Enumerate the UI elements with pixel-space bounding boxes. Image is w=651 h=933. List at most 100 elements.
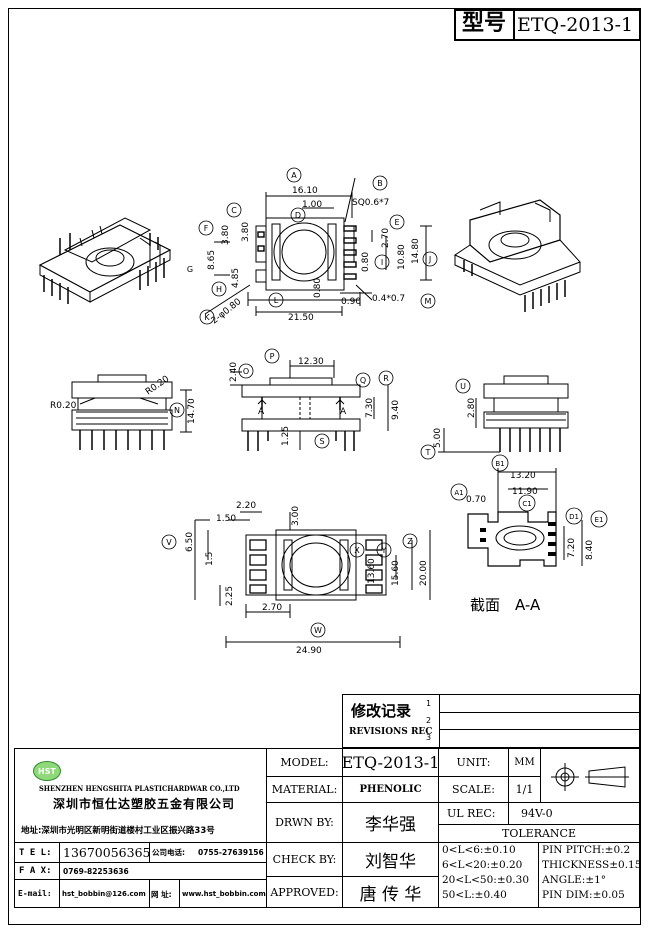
iso-view-right xyxy=(453,199,581,312)
bubble-v: V xyxy=(166,538,172,547)
iso-view-left xyxy=(38,217,172,304)
bubble-h: H xyxy=(216,285,222,294)
company-logo: HST xyxy=(33,761,61,781)
tolerance-left: 0<L<6:±0.10 6<L<20:±0.20 20<L<50:±0.30 5… xyxy=(439,843,539,907)
dim-2-80: 2.80 xyxy=(467,398,477,418)
dim-2-20: 2.20 xyxy=(236,501,256,511)
contact-rows: T E L: 13670056365 公司电话: 0755-27639156 F… xyxy=(15,843,267,909)
dim-0-90: 0.90 xyxy=(341,297,361,307)
drawn-value: 李华强 xyxy=(343,803,439,843)
dim-1-00: 1.00 xyxy=(302,200,322,210)
dim-12-30: 12.30 xyxy=(298,357,324,367)
tolerance-row-3: 20<L<50:±0.30 xyxy=(442,874,530,886)
company-phone-label: 公司电话: xyxy=(152,848,185,857)
bubble-n: N xyxy=(174,406,180,415)
dim-1-5: 1.5 xyxy=(205,552,215,566)
tolerance-row-1: 0<L<6:±0.10 xyxy=(442,844,516,856)
section-arrow-a2: A xyxy=(340,407,347,417)
web-value: www.hst_bobbin.com xyxy=(182,890,266,898)
bubble-k: K xyxy=(204,313,210,322)
unit-label: UNIT: xyxy=(439,749,509,777)
tolerance-pin-pitch: PIN PITCH:±0.2 xyxy=(542,844,631,856)
material-value: PHENOLIC xyxy=(343,777,439,803)
tolerance-row-2: 6<L<20:±0.20 xyxy=(442,859,523,871)
dim-9-40: 9.40 xyxy=(391,400,401,420)
bottom-view xyxy=(194,511,431,648)
dim-20-00: 20.00 xyxy=(419,560,429,586)
dim-3-80b: 3.80 xyxy=(241,222,251,242)
tel-value: 13670056365 xyxy=(63,845,151,860)
dim-2-40: 2.40 xyxy=(229,362,239,382)
tolerance-angle: ANGLE:±1° xyxy=(542,874,607,886)
tolerance-label: TOLERANCE xyxy=(439,825,639,843)
bubble-x: X xyxy=(354,546,360,555)
dim-14-70: 14.70 xyxy=(187,398,197,424)
bubble-a: A xyxy=(291,171,297,180)
scale-label: SCALE: xyxy=(439,777,509,803)
dim-0-80a: 0.80 xyxy=(361,252,371,272)
dim-8-65: 8.65 xyxy=(207,250,217,270)
ul-label: UL REC: xyxy=(439,803,509,825)
approved-value: 唐 传 华 xyxy=(343,877,439,907)
dim-1-50a: 1.50 xyxy=(216,514,236,524)
dim-3-00: 3.00 xyxy=(291,506,301,526)
bubble-j: J xyxy=(428,255,431,264)
revisions-title-cn: 修改记录 xyxy=(351,702,412,720)
company-name-en: SHENZHEN HENGSHITA PLASTICHARDWAR CO.,LT… xyxy=(39,784,240,793)
front-view-left xyxy=(71,374,192,450)
dim-r0-20b: R0.20 xyxy=(144,374,171,397)
dim-0-70: 0.70 xyxy=(466,495,486,505)
dim-r0-20a: R0.20 xyxy=(50,401,77,411)
dim-11-90: 11.90 xyxy=(512,487,538,497)
scale-value: 1/1 xyxy=(509,777,541,803)
check-label: CHECK BY: xyxy=(267,843,343,877)
bubble-y: Y xyxy=(381,546,387,555)
dim-sq: SQ0.6*7 xyxy=(352,198,389,208)
model-value: ETQ-2013-1 xyxy=(343,749,439,777)
revision-mark-3: 3 xyxy=(426,733,432,742)
bubble-b: B xyxy=(377,179,383,188)
side-view-right xyxy=(438,375,569,453)
bubble-z: Z xyxy=(407,537,413,546)
bubble-f: F xyxy=(204,224,209,233)
dim-8-40: 8.40 xyxy=(585,540,595,560)
unit-value: MM xyxy=(509,749,541,777)
section-label: 截面 A-A xyxy=(470,596,541,614)
bubble-d1: D1 xyxy=(569,513,579,521)
bubble-w: W xyxy=(314,626,322,635)
top-view xyxy=(204,177,432,316)
bubble-t: T xyxy=(425,448,431,457)
dim-6-50: 6.50 xyxy=(185,532,195,552)
tolerance-thickness: THICKNESS±0.15 xyxy=(542,859,642,871)
company-name-cn: 深圳市恒仕达塑胶五金有限公司 xyxy=(53,797,236,811)
bubble-e: E xyxy=(394,218,399,227)
tolerance-pin-dim: PIN DIM:±0.05 xyxy=(542,889,625,901)
tolerance-right: PIN PITCH:±0.2 THICKNESS±0.15 ANGLE:±1° … xyxy=(539,843,642,907)
drawing-frame xyxy=(8,8,641,925)
tolerance-row-4: 50<L:±0.40 xyxy=(442,889,507,901)
model-header xyxy=(454,9,641,41)
dim-13-60: 13.60 xyxy=(367,558,377,584)
bubble-p: P xyxy=(270,352,275,361)
bubble-a1: A1 xyxy=(454,489,463,497)
company-logo-text: HST xyxy=(38,766,56,776)
bubble-m: M xyxy=(425,297,432,306)
revision-mark-1: 1 xyxy=(426,699,432,708)
bubble-l: L xyxy=(274,296,279,305)
email-label: E-mail: xyxy=(18,889,52,898)
check-value: 刘智华 xyxy=(343,843,439,877)
dim-2-25: 2.25 xyxy=(225,586,235,606)
revisions-block: 修改记录 REVISIONS REC 1 2 3 xyxy=(342,694,640,748)
technical-drawing: A B C D E F G H I J K L M N O P Q R S T … xyxy=(38,167,608,656)
web-label: 网 址: xyxy=(151,890,172,899)
dim-0-80b: 0.80 xyxy=(313,278,323,298)
dim-7-20: 7.20 xyxy=(567,538,577,558)
model-header-divider xyxy=(513,9,515,41)
fax-value: 0769-82253636 xyxy=(63,867,129,876)
bubble-r: R xyxy=(383,374,389,383)
dim-7-30: 7.30 xyxy=(365,398,375,418)
projection-symbol xyxy=(541,749,639,803)
model-label: MODEL: xyxy=(267,749,343,777)
company-address: 地址:深圳市光明区新明街道楼村工业区振兴路33号 xyxy=(21,826,215,836)
dim-4-85: 4.85 xyxy=(231,268,241,288)
